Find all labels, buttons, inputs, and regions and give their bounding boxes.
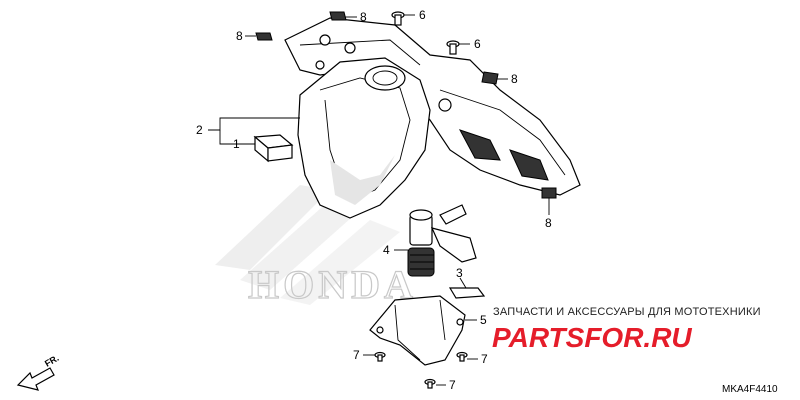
bolt-6b <box>446 40 460 55</box>
callout-6b: 6 <box>474 37 481 51</box>
callout-7a: 7 <box>353 348 360 362</box>
callout-7b: 7 <box>481 352 488 366</box>
callout-5: 5 <box>480 313 487 327</box>
screw-7b <box>456 351 468 362</box>
screw-7a <box>374 351 386 362</box>
callout-2: 2 <box>196 123 203 137</box>
callout-3: 3 <box>456 266 463 280</box>
ignition-bracket <box>369 295 466 366</box>
ignition-switch <box>407 204 477 277</box>
front-direction-arrow <box>16 367 55 391</box>
honda-wing-watermark <box>215 185 400 305</box>
bolt-6a <box>391 11 405 26</box>
leader-lines <box>208 14 550 386</box>
ignition-cover <box>448 287 486 299</box>
callout-1: 1 <box>233 137 240 151</box>
callout-7c: 7 <box>449 378 456 392</box>
callout-8d: 8 <box>545 216 552 230</box>
callout-8c: 8 <box>511 72 518 86</box>
shop-site-watermark: PARTSFOR.RU <box>492 322 692 353</box>
callout-6a: 6 <box>419 8 426 22</box>
clip-8d <box>541 187 557 199</box>
front-direction-label: FR. <box>43 353 61 369</box>
callout-8b: 8 <box>236 29 243 43</box>
clip-8b <box>329 11 347 21</box>
meter-cover <box>297 57 431 219</box>
shop-subtitle-watermark: ЗАПЧАСТИ И АКСЕССУАРЫ ДЛЯ МОТОТЕХНИКИ <box>493 306 761 318</box>
callout-8a: 8 <box>360 10 367 24</box>
foam-pad <box>253 134 294 163</box>
clip-8c <box>481 71 499 85</box>
callout-4: 4 <box>383 243 390 257</box>
clip-8a <box>255 32 273 41</box>
diagram-code: MKA4F4410 <box>722 384 778 395</box>
screw-7c <box>424 378 436 389</box>
honda-text-watermark: HONDA <box>248 262 417 307</box>
